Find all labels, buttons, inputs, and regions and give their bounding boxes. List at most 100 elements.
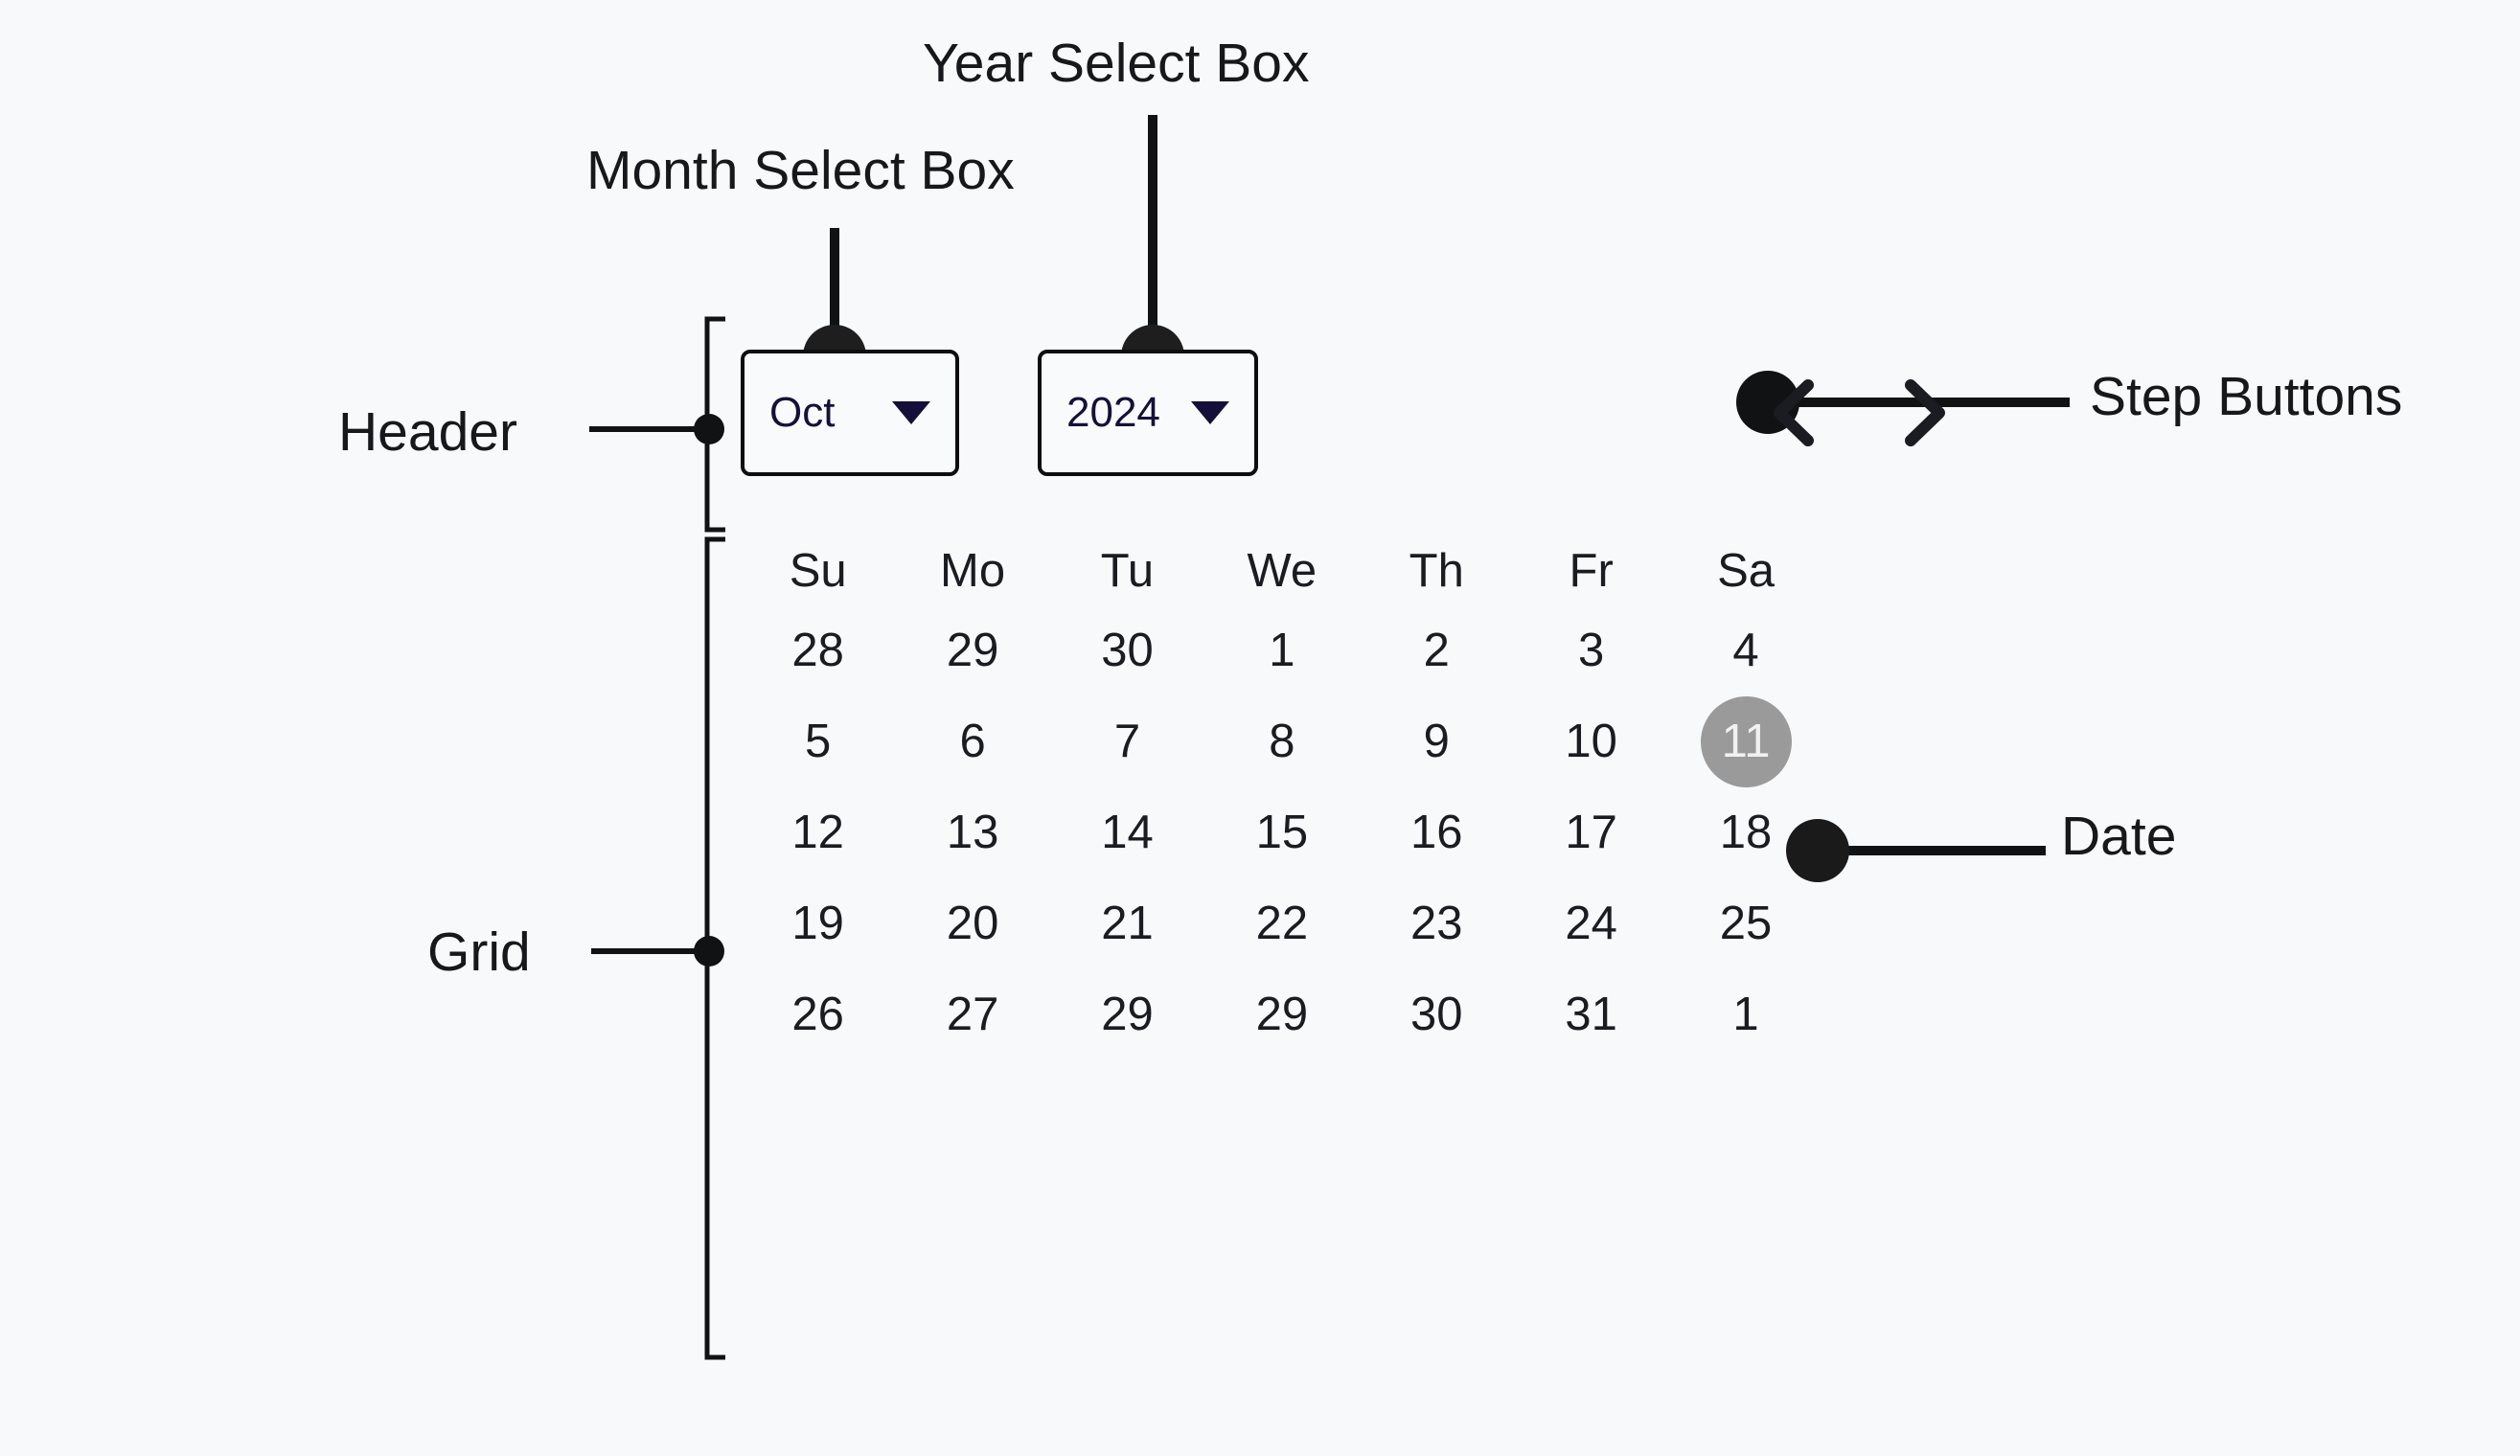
date-cell[interactable]: 26: [741, 969, 895, 1060]
date-cell[interactable]: 19: [741, 878, 895, 969]
date-cell[interactable]: 2: [1360, 605, 1514, 696]
month-select-box[interactable]: Oct: [741, 350, 959, 476]
next-month-button[interactable]: [1881, 350, 1967, 476]
previous-month-button[interactable]: [1752, 350, 1838, 476]
year-select-value: 2024: [1066, 389, 1160, 436]
weekday-label: Sa: [1717, 545, 1775, 597]
week-row: 19 20 21 22 23 24 25: [741, 878, 1823, 969]
chevron-down-icon: [892, 401, 930, 424]
date-cell[interactable]: 14: [1050, 787, 1204, 878]
date-number: 21: [1101, 898, 1154, 949]
chevron-left-icon: [1774, 379, 1814, 446]
date-cell[interactable]: 13: [895, 787, 1049, 878]
date-cell[interactable]: 6: [895, 696, 1049, 787]
date-cell[interactable]: 9: [1360, 696, 1514, 787]
datepicker-header: Oct 2024: [741, 350, 1945, 476]
date-number: 27: [946, 989, 999, 1040]
date-cell[interactable]: 10: [1514, 696, 1668, 787]
date-cell[interactable]: 28: [741, 605, 895, 696]
date-cell[interactable]: 22: [1204, 878, 1359, 969]
date-number: 23: [1409, 898, 1463, 949]
week-row: 5 6 7 8 9 10 11: [741, 696, 1823, 787]
date-number: 6: [959, 716, 986, 767]
date-cell[interactable]: 20: [895, 878, 1049, 969]
date-cell[interactable]: 8: [1204, 696, 1359, 787]
date-number: 8: [1269, 716, 1295, 767]
date-number: 16: [1409, 807, 1463, 858]
date-number: 28: [791, 625, 844, 676]
annotation-label-header: Header: [338, 401, 517, 463]
year-select-box[interactable]: 2024: [1038, 350, 1258, 476]
annotation-label-month-select: Month Select Box: [586, 140, 1015, 201]
weekday-header-row: Su Mo Tu We Th Fr Sa: [741, 536, 1823, 605]
date-number: 18: [1719, 807, 1773, 858]
date-number: 15: [1255, 807, 1309, 858]
weekday-label: Tu: [1100, 545, 1155, 597]
date-number: 12: [791, 807, 844, 858]
datepicker: Oct 2024 Su Mo Tu: [741, 350, 1945, 1060]
date-cell[interactable]: 30: [1050, 605, 1204, 696]
date-number: 5: [805, 716, 832, 767]
date-cell[interactable]: 1: [1204, 605, 1359, 696]
date-number: 26: [791, 989, 844, 1040]
annotation-label-year-select: Year Select Box: [923, 33, 1310, 94]
date-cell[interactable]: 15: [1204, 787, 1359, 878]
date-cell[interactable]: 7: [1050, 696, 1204, 787]
date-number: 17: [1565, 807, 1617, 858]
date-cell[interactable]: 1: [1668, 969, 1822, 1060]
date-cell[interactable]: 5: [741, 696, 895, 787]
date-number: 31: [1565, 989, 1617, 1040]
date-number-selected: 11: [1700, 696, 1792, 787]
annotation-label-step-buttons: Step Buttons: [2090, 366, 2403, 427]
date-cell[interactable]: 29: [1050, 969, 1204, 1060]
date-number: 1: [1732, 989, 1759, 1040]
chevron-right-icon: [1905, 379, 1945, 446]
date-number: 2: [1423, 625, 1450, 676]
date-cell[interactable]: 3: [1514, 605, 1668, 696]
grid-leader-dot: [694, 936, 724, 967]
date-cell-selected[interactable]: 11: [1668, 696, 1822, 787]
date-cell[interactable]: 31: [1514, 969, 1668, 1060]
date-number: 20: [946, 898, 999, 949]
week-row: 12 13 14 15 16 17 18: [741, 787, 1823, 878]
date-cell[interactable]: 23: [1360, 878, 1514, 969]
date-cell[interactable]: 25: [1668, 878, 1822, 969]
date-cell[interactable]: 18: [1668, 787, 1822, 878]
date-cell[interactable]: 29: [1204, 969, 1359, 1060]
date-number: 13: [946, 807, 999, 858]
header-leader-dot: [694, 414, 724, 444]
date-number: 29: [1101, 989, 1154, 1040]
weekday-label: Fr: [1569, 545, 1614, 597]
weekday-label: Mo: [940, 545, 1006, 597]
annotation-label-grid: Grid: [427, 921, 531, 983]
week-row: 28 29 30 1 2 3 4: [741, 605, 1823, 696]
date-cell[interactable]: 16: [1360, 787, 1514, 878]
date-cell[interactable]: 24: [1514, 878, 1668, 969]
weekday-label: We: [1247, 545, 1317, 597]
date-cell[interactable]: 12: [741, 787, 895, 878]
header-bracket: [704, 316, 725, 533]
grid-bracket: [704, 536, 725, 1360]
date-number: 29: [946, 625, 999, 676]
date-number: 24: [1565, 898, 1617, 949]
date-number: 14: [1101, 807, 1154, 858]
date-cell[interactable]: 4: [1668, 605, 1822, 696]
date-number: 3: [1578, 625, 1605, 676]
month-select-value: Oct: [769, 389, 836, 436]
date-number: 29: [1255, 989, 1309, 1040]
date-cell[interactable]: 27: [895, 969, 1049, 1060]
date-number: 10: [1565, 716, 1617, 767]
date-number: 1: [1269, 625, 1295, 676]
date-cell[interactable]: 29: [895, 605, 1049, 696]
date-cell[interactable]: 21: [1050, 878, 1204, 969]
week-row: 26 27 29 29 30 31 1: [741, 969, 1823, 1060]
annotation-label-date: Date: [2061, 806, 2177, 867]
weekday-label: Th: [1409, 545, 1464, 597]
date-cell[interactable]: 17: [1514, 787, 1668, 878]
date-number: 30: [1101, 625, 1154, 676]
date-cell[interactable]: 30: [1360, 969, 1514, 1060]
date-number: 22: [1255, 898, 1309, 949]
